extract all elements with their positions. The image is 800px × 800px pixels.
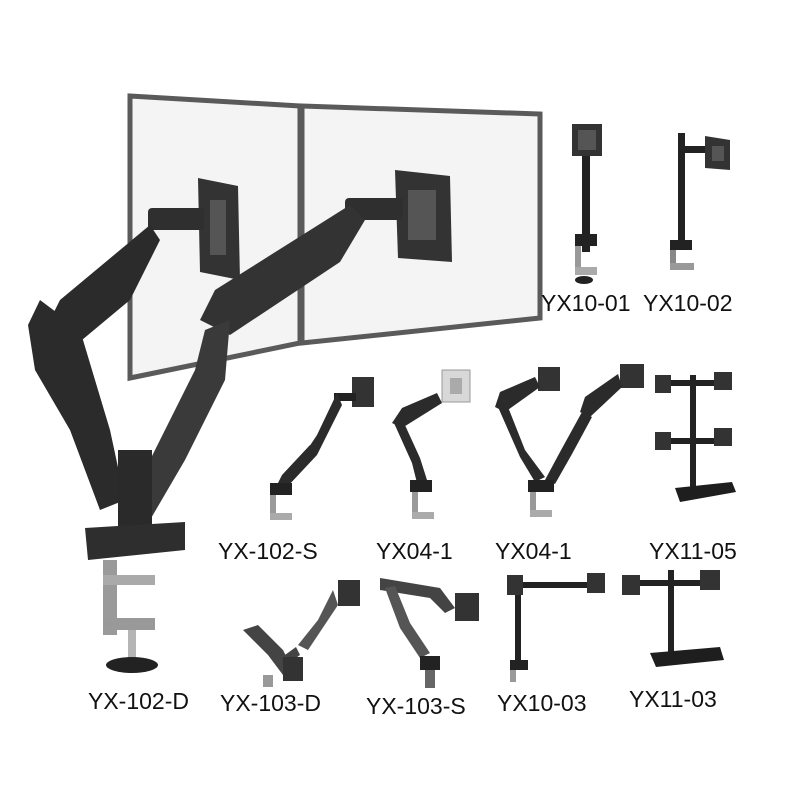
product-label-yx04-1-dual: YX04-1 (495, 538, 572, 564)
product-image-yx10-02 (670, 133, 730, 270)
product-image-yx-103-d (243, 580, 360, 687)
lower-arm-left (28, 300, 125, 510)
product-label-yx11-03: YX11-03 (629, 686, 717, 712)
product-label-yx-103-s: YX-103-S (366, 693, 466, 719)
product-image-yx-102-s (270, 377, 374, 520)
featured-dual-monitor-arm (28, 93, 543, 673)
product-label-yx04-1-single: YX04-1 (376, 538, 453, 564)
product-image-yx-103-s (380, 578, 479, 688)
clamp-knob (106, 657, 158, 673)
product-label-yx10-01: YX10-01 (541, 290, 631, 316)
product-image-yx04-1-single (392, 369, 471, 519)
product-label-yx-103-d: YX-103-D (220, 690, 321, 716)
product-image-yx11-05 (655, 372, 736, 502)
featured-model-label: YX-102-D (88, 688, 189, 714)
vesa-plate-right (345, 170, 452, 262)
product-image-yx10-01 (572, 124, 602, 284)
product-image-yx10-03 (507, 573, 605, 682)
center-pole (118, 450, 152, 530)
product-label-yx11-05: YX11-05 (649, 538, 737, 564)
vesa-plate-left (148, 178, 240, 280)
product-label-yx-102-s: YX-102-S (218, 538, 318, 564)
product-label-yx10-02: YX10-02 (643, 290, 733, 316)
product-image-yx11-03 (622, 570, 724, 667)
clamp-top (85, 522, 185, 560)
product-label-yx10-03: YX10-03 (497, 690, 587, 716)
product-image-yx04-1-dual (495, 364, 644, 517)
